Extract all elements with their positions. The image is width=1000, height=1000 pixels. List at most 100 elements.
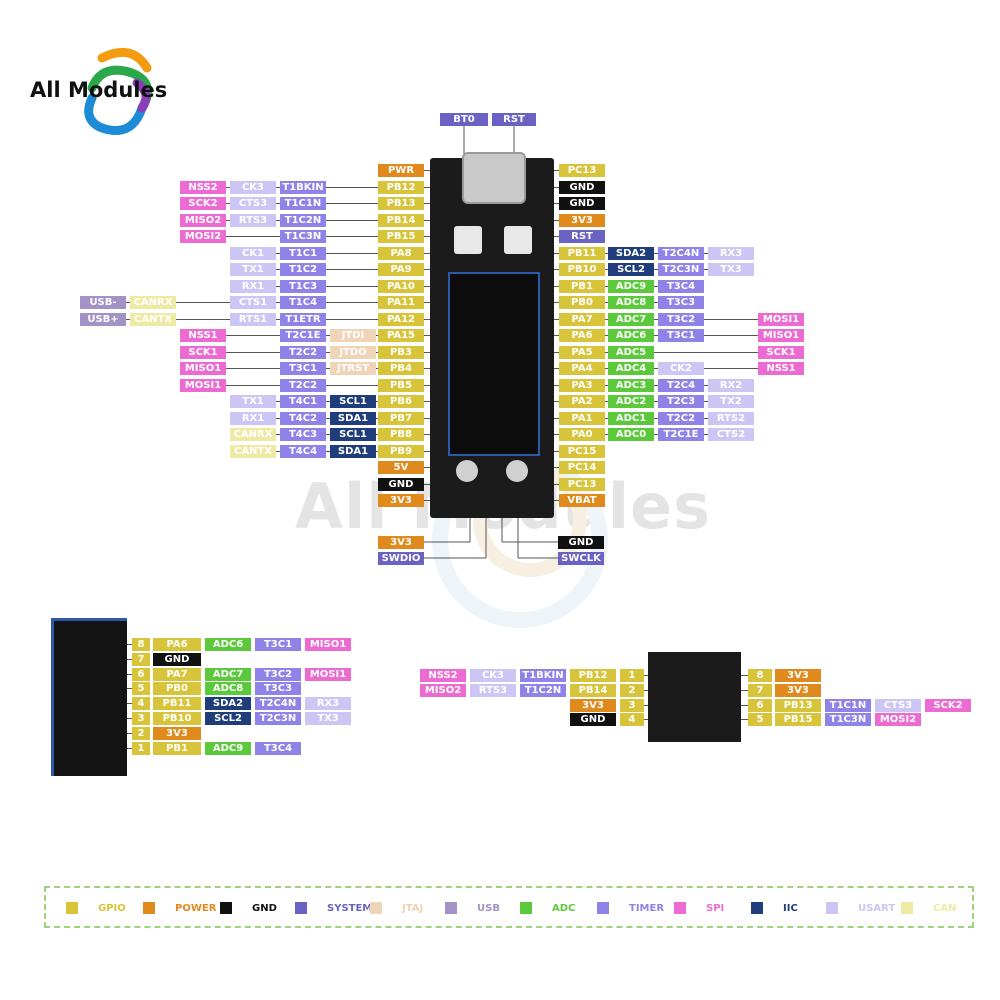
left-func-2-2: SCK2	[180, 197, 226, 210]
right-pin-12: PA4	[559, 362, 605, 375]
left-func-3-0: T1C2N	[280, 214, 326, 227]
right-func-6-2: TX3	[708, 263, 754, 276]
left-pin-5: PA8	[378, 247, 424, 260]
flash-func-6-2: SCK2	[925, 699, 971, 712]
flash-num-3: 3	[620, 699, 644, 712]
display-num-1: 1	[132, 742, 150, 755]
display-num-6: 6	[132, 668, 150, 681]
left-pin-3: PB14	[378, 214, 424, 227]
display-func-4-1: T2C4N	[255, 697, 301, 710]
right-func-5-2: RX3	[708, 247, 754, 260]
left-pin-13: PB5	[378, 379, 424, 392]
left-func-16-2: CANRX	[230, 428, 276, 441]
left-pin-7: PA10	[378, 280, 424, 293]
left-func-15-1: T4C2	[280, 412, 326, 425]
display-pin-5: PB0	[153, 682, 201, 695]
right-func-9-2: MOSI1	[758, 313, 804, 326]
right-func-14-0: ADC2	[608, 395, 654, 408]
left-func-15-0: SDA1	[330, 412, 376, 425]
right-pin-15: PA1	[559, 412, 605, 425]
right-pin-14: PA2	[559, 395, 605, 408]
flash-func-2-2: MISO2	[420, 684, 466, 697]
legend-swatch-spi	[674, 902, 686, 914]
swd-swdio: SWDIO	[378, 552, 424, 565]
right-func-6-1: T2C3N	[658, 263, 704, 276]
display-pin-2: 3V3	[153, 727, 201, 740]
legend-swatch-can	[901, 902, 913, 914]
display-func-8-0: ADC6	[205, 638, 251, 651]
display-pin-4: PB11	[153, 697, 201, 710]
brand-name: All Modules	[30, 78, 168, 102]
legend-swatch-gnd	[220, 902, 232, 914]
flash-pin-4: GND	[570, 713, 616, 726]
flash-func-5-0: T1C3N	[825, 713, 871, 726]
right-pin-13: PA3	[559, 379, 605, 392]
left-func-9-3: USB+	[80, 313, 126, 326]
legend-label-gpio: GPIO	[98, 903, 126, 914]
display-func-5-1: T3C3	[255, 682, 301, 695]
display-func-4-0: SDA2	[205, 697, 251, 710]
display-pin-3: PB10	[153, 712, 201, 725]
left-func-9-0: T1ETR	[280, 313, 326, 326]
left-func-15-2: RX1	[230, 412, 276, 425]
legend-label-power: POWER	[175, 903, 217, 914]
legend-swatch-usb	[445, 902, 457, 914]
right-pin-6: PB10	[559, 263, 605, 276]
right-func-10-0: ADC6	[608, 329, 654, 342]
left-func-2-0: T1C1N	[280, 197, 326, 210]
display-pin-6: PA7	[153, 668, 201, 681]
left-func-2-1: CTS3	[230, 197, 276, 210]
right-func-14-2: TX2	[708, 395, 754, 408]
left-func-14-1: T4C1	[280, 395, 326, 408]
left-pin-1: PB12	[378, 181, 424, 194]
left-pin-17: PB9	[378, 445, 424, 458]
left-func-14-0: SCL1	[330, 395, 376, 408]
flash-pin-7: 3V3	[775, 684, 821, 697]
left-pin-15: PB7	[378, 412, 424, 425]
legend-label-system: SYSTEM	[327, 903, 373, 914]
right-func-14-1: T2C3	[658, 395, 704, 408]
left-func-7-1: RX1	[230, 280, 276, 293]
left-func-7-0: T1C3	[280, 280, 326, 293]
right-func-15-2: RTS2	[708, 412, 754, 425]
right-func-16-2: CTS2	[708, 428, 754, 441]
right-func-13-2: RX2	[708, 379, 754, 392]
display-func-1-0: ADC9	[205, 742, 251, 755]
left-pin-20: 3V3	[378, 494, 424, 507]
legend-label-timer: TIMER	[629, 903, 665, 914]
flash-num-1: 1	[620, 669, 644, 682]
right-pin-2: GND	[559, 197, 605, 210]
display-func-3-2: TX3	[305, 712, 351, 725]
right-func-7-1: T3C4	[658, 280, 704, 293]
legend-label-usart: USART	[858, 903, 896, 914]
left-func-11-0: JTDO	[330, 346, 376, 359]
bt0-button-physical[interactable]	[454, 226, 482, 254]
left-pin-18: 5V	[378, 461, 424, 474]
flash-func-5-1: MOSI2	[875, 713, 921, 726]
flash-func-1-0: T1BKIN	[520, 669, 566, 682]
left-func-4-1: MOSI2	[180, 230, 226, 243]
display-func-6-2: MOSI1	[305, 668, 351, 681]
legend-swatch-iic	[751, 902, 763, 914]
right-func-16-1: T2C1E	[658, 428, 704, 441]
right-func-16-0: ADC0	[608, 428, 654, 441]
right-func-9-1: T3C2	[658, 313, 704, 326]
legend-swatch-adc	[520, 902, 532, 914]
mounting-screw-right	[506, 460, 528, 482]
flash-func-2-0: T1C2N	[520, 684, 566, 697]
left-func-12-1: T3C1	[280, 362, 326, 375]
left-func-10-2: NSS1	[180, 329, 226, 342]
left-func-1-0: T1BKIN	[280, 181, 326, 194]
display-num-7: 7	[132, 653, 150, 666]
flash-chip	[648, 652, 741, 742]
rst-button-physical[interactable]	[504, 226, 532, 254]
flash-pin-1: PB12	[570, 669, 616, 682]
legend-swatch-timer	[597, 902, 609, 914]
display-num-4: 4	[132, 697, 150, 710]
flash-func-1-1: CK3	[470, 669, 516, 682]
oled-display	[448, 272, 540, 456]
display-func-6-0: ADC7	[205, 668, 251, 681]
right-func-5-0: SDA2	[608, 247, 654, 260]
right-pin-4: RST	[559, 230, 605, 243]
left-func-5-0: T1C1	[280, 247, 326, 260]
